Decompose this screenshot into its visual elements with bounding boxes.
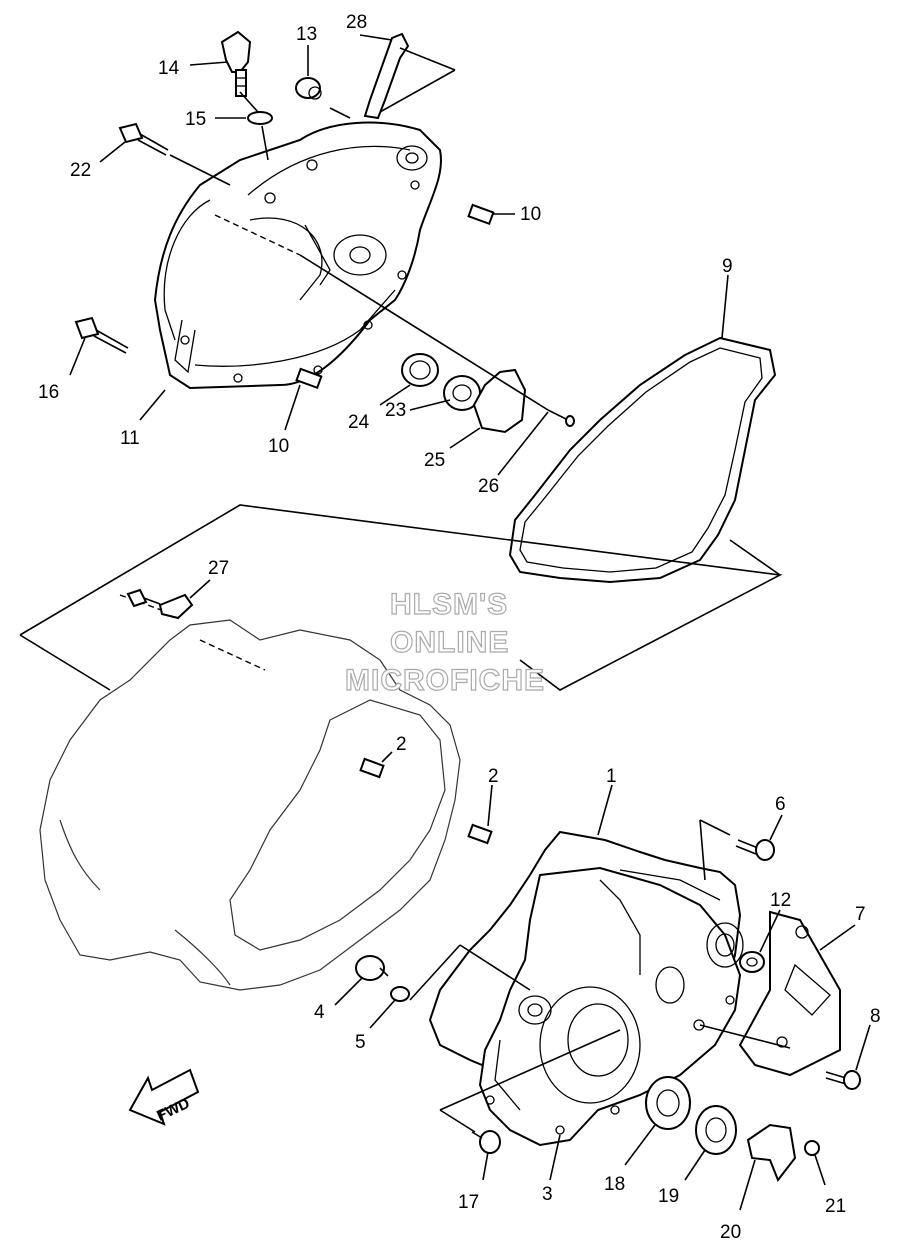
guard-7 (738, 910, 841, 1077)
bolt-27 (126, 579, 211, 620)
callout-26: 26 (478, 476, 499, 497)
callout-27: 27 (208, 558, 229, 579)
callout-21: 21 (825, 1196, 846, 1217)
bracket-28 (363, 32, 410, 120)
callout-10a: 10 (520, 204, 541, 225)
bolt-16 (74, 316, 129, 354)
callout-12: 12 (770, 890, 791, 911)
callout-20: 20 (720, 1222, 741, 1243)
callout-16: 16 (38, 382, 59, 403)
callout-19: 19 (658, 1186, 679, 1207)
plug-4 (355, 955, 389, 981)
upper-leader-lines (69, 34, 729, 476)
callout-13: 13 (296, 24, 317, 45)
fwd-arrow: FWD (128, 1068, 200, 1126)
callout-labels: 28 13 14 15 22 10 9 16 24 23 11 10 25 26… (38, 12, 881, 1243)
crankcase-cover-lower (428, 830, 744, 1147)
bolt-22 (118, 122, 169, 156)
seal-19 (695, 1105, 737, 1155)
lower-leader-lines (334, 784, 871, 1211)
o-ring-15 (247, 111, 273, 125)
callout-4: 4 (314, 1002, 325, 1023)
plate-25 (472, 368, 527, 434)
watermark: HLSM'S ONLINE MICROFICHE (344, 587, 545, 697)
bushing-13 (295, 77, 322, 100)
dowel-10b (295, 367, 323, 390)
dowel-10a (467, 203, 495, 226)
callout-1: 1 (606, 766, 617, 787)
watermark-line-3: MICROFICHE (345, 664, 545, 697)
screw-21 (804, 1140, 820, 1156)
callout-23: 23 (385, 400, 406, 421)
callout-17: 17 (458, 1192, 479, 1213)
screw-26 (547, 409, 575, 427)
callout-2a: 2 (396, 734, 407, 755)
callout-9: 9 (722, 256, 733, 277)
dowel-2b (467, 823, 493, 845)
o-ring-5 (390, 986, 410, 1002)
callout-18: 18 (604, 1174, 625, 1195)
gasket-9 (508, 336, 777, 584)
bolt-8 (825, 1070, 861, 1090)
bolt-6 (735, 839, 775, 861)
callout-11: 11 (120, 428, 140, 449)
callout-15: 15 (185, 109, 206, 130)
callout-25: 25 (424, 450, 445, 471)
callout-24: 24 (348, 412, 370, 433)
bolt-17 (471, 1130, 501, 1154)
callout-8: 8 (870, 1006, 881, 1027)
callout-5: 5 (355, 1032, 366, 1053)
callout-22: 22 (70, 160, 91, 181)
plate-20 (746, 1123, 797, 1182)
crankcase-cover-upper (153, 121, 442, 390)
watermark-line-1: HLSM'S (390, 588, 508, 621)
callout-6: 6 (775, 794, 786, 815)
callout-7: 7 (855, 904, 866, 925)
oil-seal-24 (401, 353, 439, 387)
dowel-2a (359, 757, 385, 779)
sensor-14 (220, 30, 252, 97)
callout-3: 3 (542, 1184, 553, 1205)
callout-2b: 2 (488, 766, 499, 787)
watermark-line-2: ONLINE (390, 626, 509, 659)
callout-14: 14 (158, 58, 180, 79)
callout-10b: 10 (268, 436, 289, 457)
engine-case-outline (19, 504, 783, 991)
bearing-18 (645, 1076, 691, 1130)
washer-12 (739, 951, 765, 973)
callout-28: 28 (346, 12, 367, 33)
